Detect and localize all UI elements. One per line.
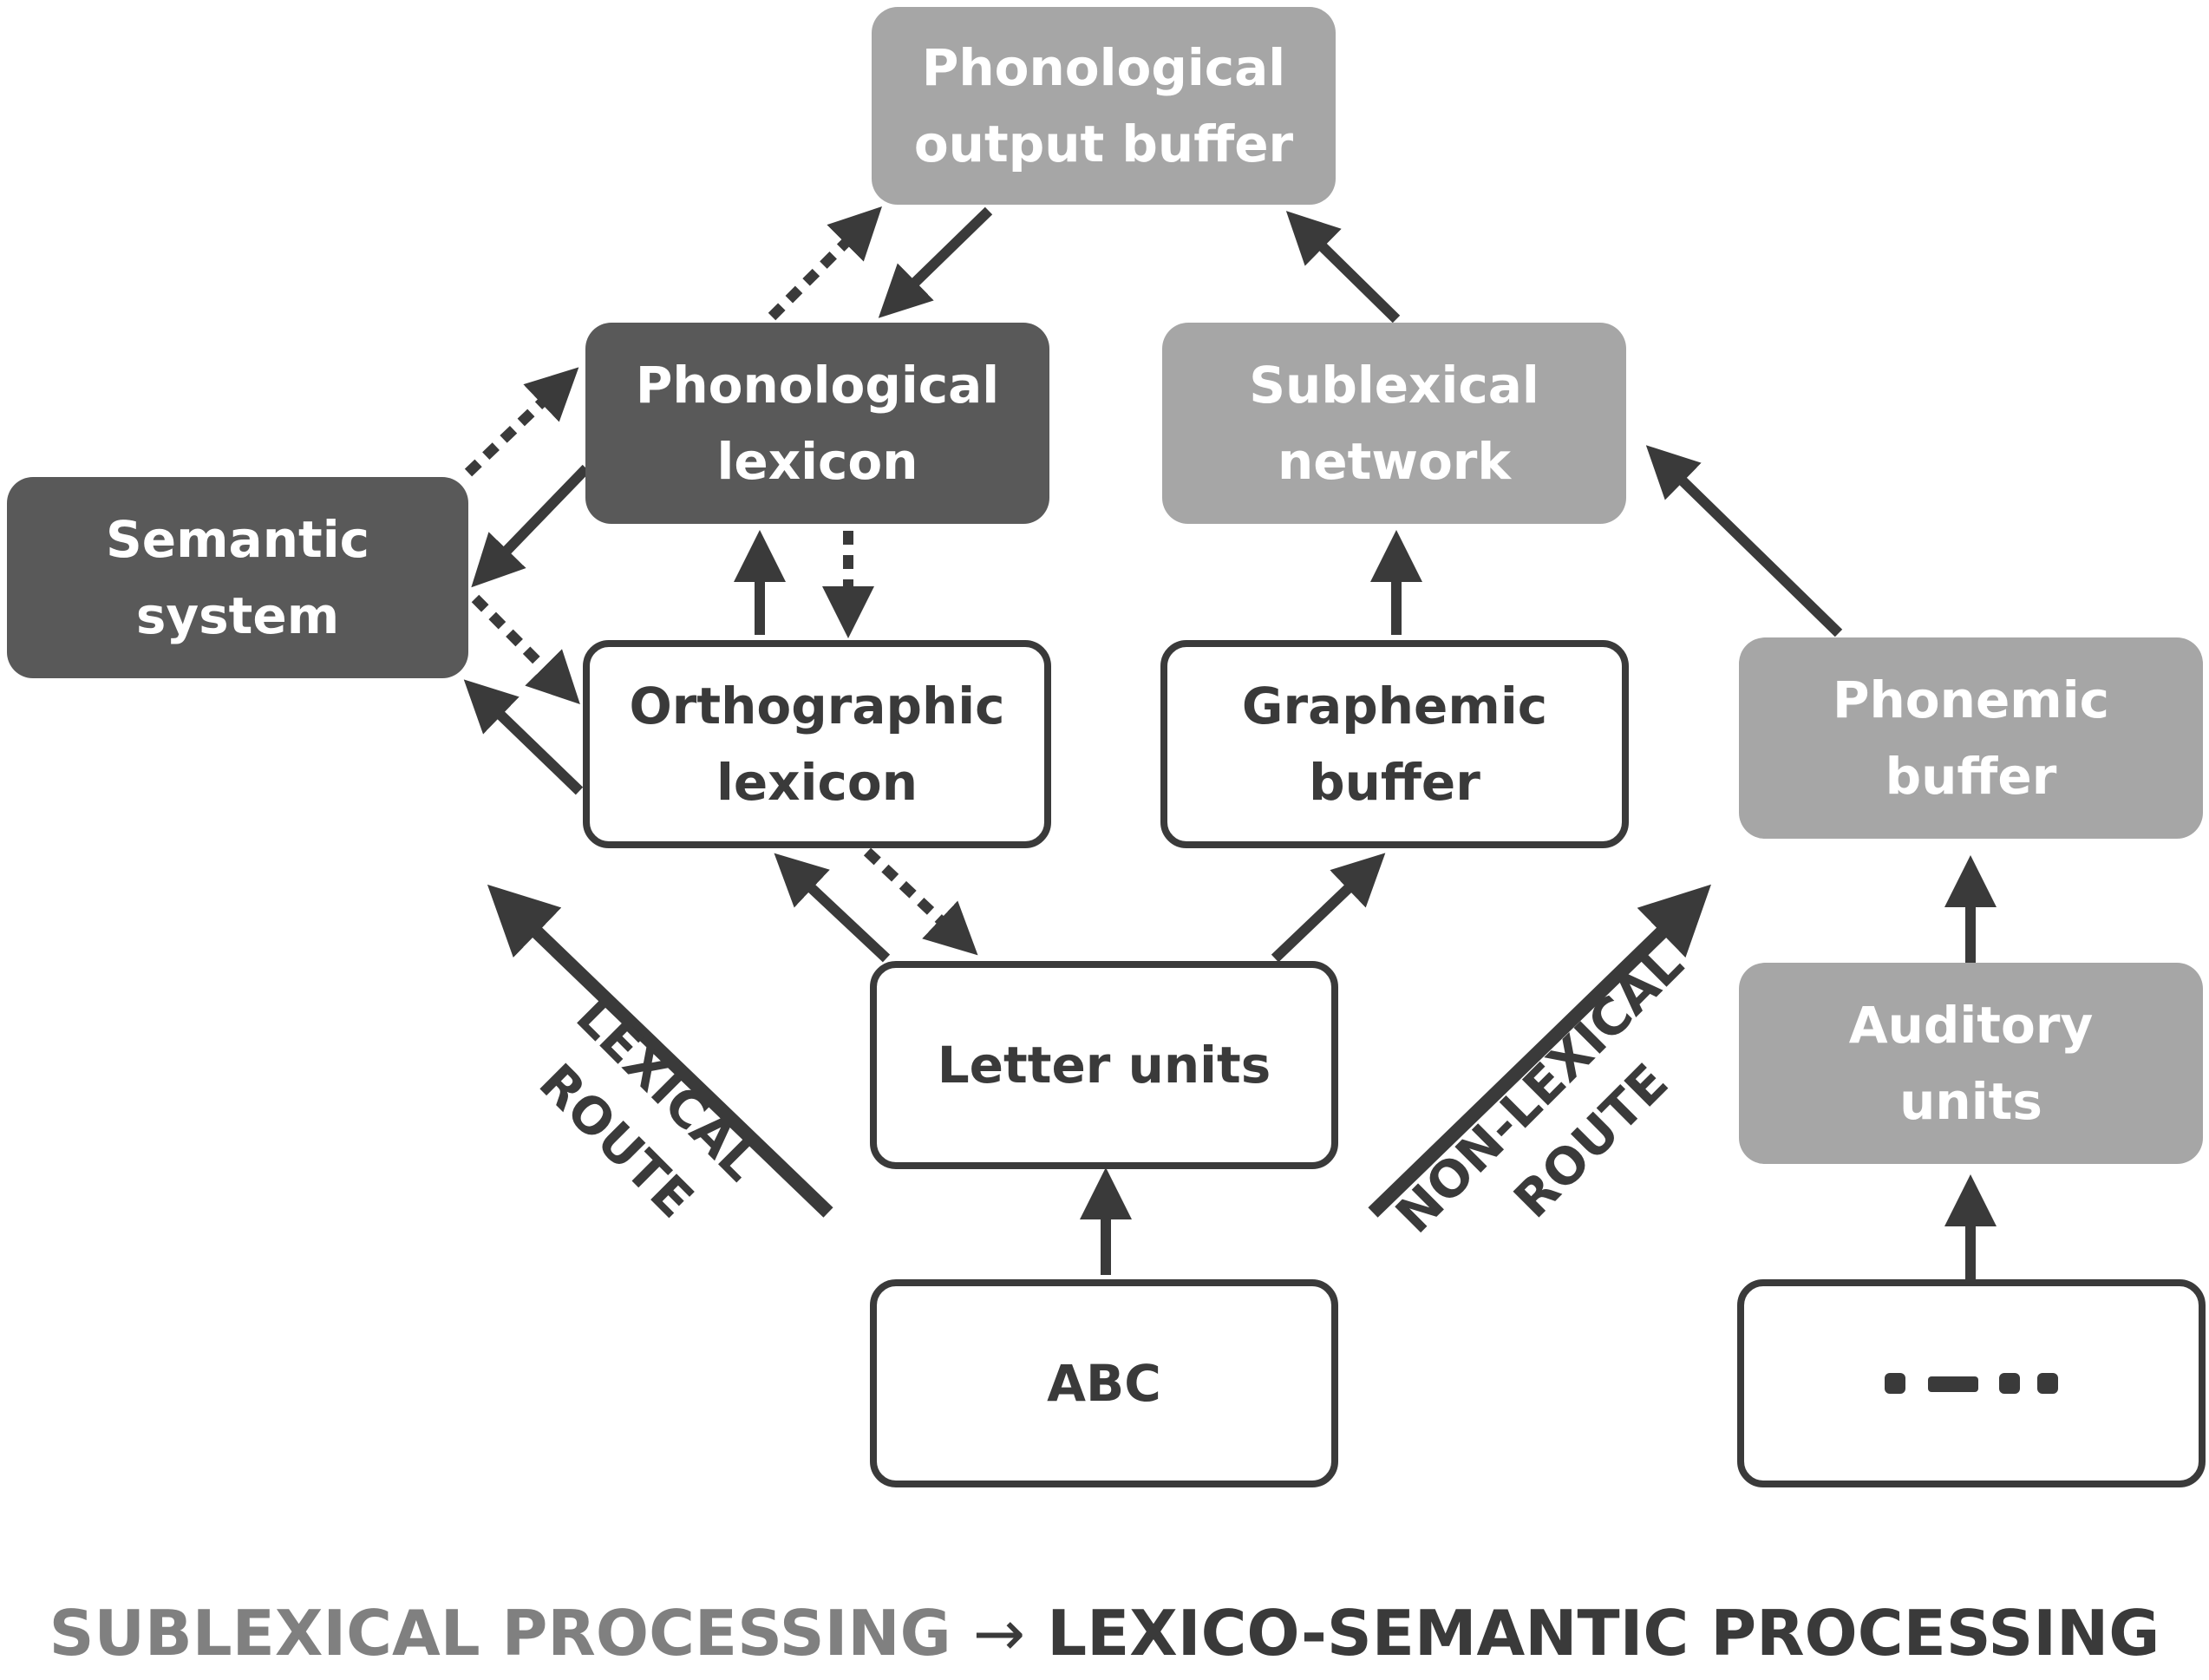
graphemic-buffer-label: Graphemic buffer bbox=[1241, 677, 1548, 812]
dot-dash-dot-dot-icon bbox=[1885, 1373, 2058, 1394]
dotted-arrow-semantic-to-phonological-lexicon bbox=[464, 367, 579, 477]
dotted-arrows bbox=[464, 206, 978, 956]
semantic-system-label: Semantic system bbox=[106, 510, 369, 645]
letter-units-label: Letter units bbox=[937, 1036, 1271, 1095]
sublexical-network-box: Sublexical network bbox=[1162, 323, 1626, 524]
letter-units-box: Letter units bbox=[870, 961, 1338, 1169]
graphemic-buffer-box: Graphemic buffer bbox=[1160, 640, 1629, 848]
arrow-letter-units-to-graphemic-buffer bbox=[1271, 853, 1386, 963]
orthographic-lexicon-box: Orthographic lexicon bbox=[583, 640, 1051, 848]
solid-arrows bbox=[463, 206, 1997, 1282]
right-arrow-icon: → bbox=[972, 1597, 1026, 1670]
arrow-sublexical-network-to-output-buffer bbox=[1285, 211, 1401, 324]
auditory-units-label: Auditory units bbox=[1848, 996, 2094, 1131]
phonemic-buffer-label: Phonemic buffer bbox=[1833, 670, 2109, 806]
orthographic-lexicon-label: Orthographic lexicon bbox=[629, 677, 1005, 812]
dotted-arrow-orthographic-lexicon-to-letter-units bbox=[863, 847, 978, 956]
sublexical-processing-text: SUBLEXICAL PROCESSING bbox=[49, 1597, 951, 1670]
phonological-output-buffer-label: Phonological output buffer bbox=[913, 38, 1294, 173]
arrow-letter-units-to-orthographic-lexicon bbox=[774, 853, 891, 963]
phonological-lexicon-label: Phonological lexicon bbox=[635, 356, 1000, 491]
dotted-arrow-semantic-to-orthographic-lexicon bbox=[471, 594, 580, 705]
processing-caption: SUBLEXICAL PROCESSING → LEXICO-SEMANTIC … bbox=[0, 1594, 2209, 1672]
phonemic-buffer-box: Phonemic buffer bbox=[1739, 637, 2203, 839]
lexical-route-arrow bbox=[487, 884, 833, 1218]
auditory-input-box bbox=[1737, 1279, 2206, 1487]
abc-input-box: ABC bbox=[870, 1279, 1338, 1487]
arrow-orthographic-lexicon-to-semantic-system bbox=[463, 679, 584, 795]
auditory-units-box: Auditory units bbox=[1739, 963, 2203, 1164]
abc-input-label: ABC bbox=[1047, 1354, 1161, 1413]
phonological-lexicon-box: Phonological lexicon bbox=[585, 323, 1049, 524]
arrow-phonemic-buffer-to-sublexical-network bbox=[1645, 445, 1843, 637]
phonological-output-buffer-box: Phonological output buffer bbox=[872, 7, 1336, 205]
dotted-arrow-semantic-to-output-buffer bbox=[768, 206, 882, 321]
semantic-system-box: Semantic system bbox=[7, 477, 468, 678]
arrow-phonological-lexicon-to-semantic-system bbox=[471, 464, 591, 588]
route-arrows bbox=[487, 884, 1711, 1218]
lexico-semantic-processing-text: LEXICO-SEMANTIC PROCESSING bbox=[1047, 1597, 2160, 1670]
sublexical-network-label: Sublexical network bbox=[1249, 356, 1539, 491]
arrow-output-buffer-to-phonological-lexicon bbox=[878, 206, 993, 318]
non-lexical-route-arrow bbox=[1368, 884, 1711, 1218]
